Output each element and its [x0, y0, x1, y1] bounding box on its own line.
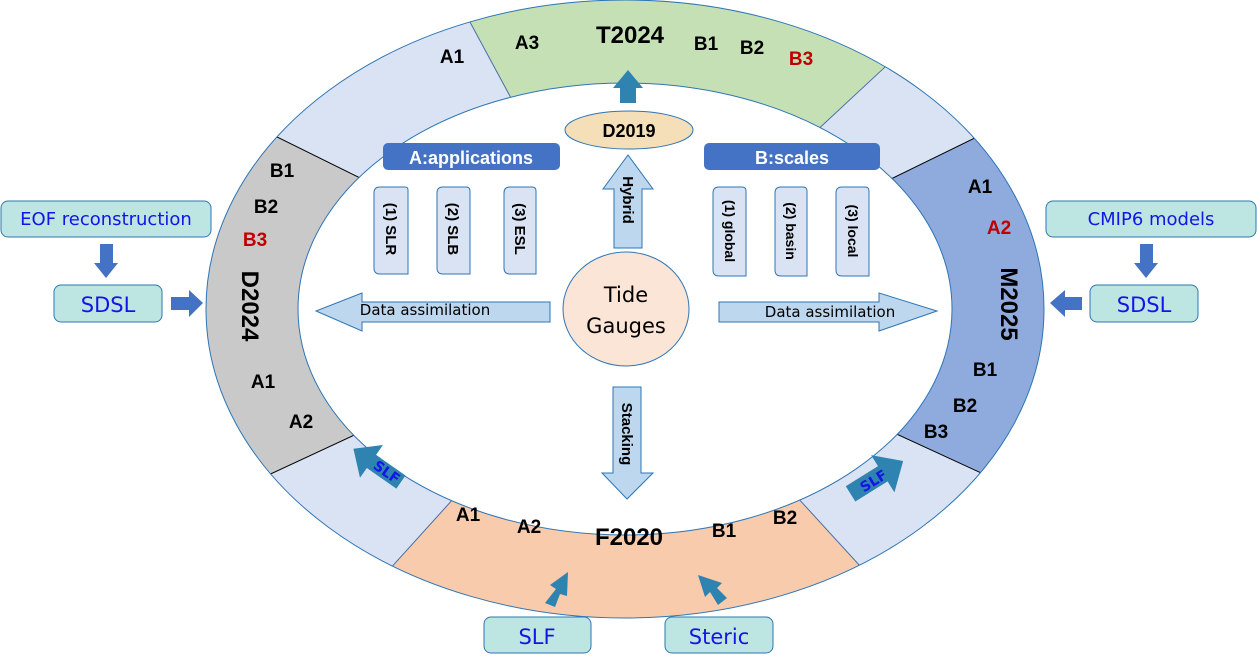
- slf-gap-arrow-left: [353, 445, 406, 489]
- application-item-slb-label: (2) SLB: [444, 203, 461, 256]
- sdsl-right-box[interactable]: [1089, 284, 1199, 323]
- slf-source-box[interactable]: [483, 616, 592, 654]
- right-arrow-shape: [718, 292, 939, 332]
- bottom-label-0: A1: [456, 505, 481, 526]
- segment-right-title: M2025: [995, 267, 1022, 340]
- d2019-ellipse: [564, 110, 694, 150]
- scale-item-basin-label: (2) basin: [783, 202, 799, 260]
- left-label-0: B1: [270, 161, 295, 182]
- scale-item-local-label: (3) local: [845, 205, 861, 258]
- left-label-2: B3: [243, 230, 267, 251]
- scales-group: B:scales (1) global (2) basin (3) local: [704, 143, 880, 277]
- arrow-up-left-icon: [698, 575, 727, 605]
- scales-header: B:scales: [755, 148, 829, 168]
- steric-source-label: Steric: [689, 625, 750, 649]
- hybrid-arrow: Hybrid: [602, 154, 654, 249]
- sdsl-right-label: SDSL: [1117, 293, 1172, 317]
- arrow-down-icon: [1134, 244, 1158, 278]
- bottom-label-1: A2: [517, 517, 541, 538]
- segment-bottom-title: F2020: [595, 524, 663, 551]
- stacking-arrow: Stacking: [600, 386, 655, 500]
- cmip6-models-box[interactable]: [1045, 200, 1257, 238]
- left-label-4: A2: [289, 412, 313, 433]
- application-item-slb[interactable]: [436, 186, 471, 275]
- data-assimilation-right-label: Data assimilation: [765, 303, 895, 321]
- cmip6-models-label: CMIP6 models: [1088, 209, 1215, 230]
- arrow-up-left-icon: [353, 445, 406, 489]
- segment-left-title: D2024: [236, 271, 263, 342]
- external-left: EOF reconstruction SDSL: [0, 200, 212, 323]
- segment-left-labels: B1 B2 B3 D2024 A1 A2: [236, 161, 313, 433]
- data-assimilation-right-arrow: Data assimilation: [718, 292, 939, 332]
- segment-right-labels: A1 A2 M2025 B1 B2 B3: [924, 177, 1022, 443]
- bottom-label-3: B2: [773, 508, 797, 529]
- data-assimilation-left-label: Data assimilation: [360, 301, 490, 319]
- segment-bottom-labels: A1 A2 F2020 B1 B2: [456, 505, 797, 551]
- slf-gap-arrow-right: [845, 455, 904, 502]
- tide-gauges-line-1: Tide: [603, 283, 648, 307]
- top-label-3: B2: [740, 38, 764, 59]
- right-label-2: B1: [973, 360, 998, 381]
- applications-group: A:applications (1) SLR (2) SLB (3) ESL: [373, 143, 560, 275]
- eof-reconstruction-label: EOF reconstruction: [20, 209, 192, 230]
- right-label-4: B3: [924, 422, 948, 443]
- scale-item-local[interactable]: [835, 186, 870, 277]
- arrow-right-icon: [171, 290, 203, 317]
- left-arrow-shape: [314, 292, 551, 332]
- top-label-4: B3: [789, 49, 813, 70]
- scale-item-basin[interactable]: [774, 186, 808, 277]
- top-label-0: A1: [440, 47, 465, 68]
- segment-top-labels: A1 A3 T2024 B1 B2 B3: [440, 22, 813, 70]
- d2019-label: D2019: [602, 121, 655, 141]
- applications-header-box[interactable]: [383, 143, 560, 170]
- application-item-esl-label: (3) ESL: [511, 203, 528, 255]
- left-label-1: B2: [254, 197, 278, 218]
- application-item-esl[interactable]: [503, 186, 537, 275]
- tide-gauges-line-2: Gauges: [586, 314, 666, 338]
- scales-header-box[interactable]: [704, 143, 880, 170]
- left-label-3: A1: [251, 372, 276, 393]
- slf-source-label: SLF: [518, 625, 555, 649]
- right-label-0: A1: [968, 177, 993, 198]
- top-label-1: A3: [515, 33, 539, 54]
- segment-top-title: T2024: [596, 22, 665, 49]
- scale-item-global-label: (1) global: [722, 200, 738, 262]
- arrow-down-icon: [94, 244, 118, 278]
- arrow-up-right-icon: [845, 455, 904, 502]
- segment-t2024[interactable]: [349, 0, 1001, 310]
- tide-gauges-ellipse: [562, 251, 690, 367]
- arrow-left-icon: [1050, 290, 1082, 317]
- tide-gauges-node[interactable]: Tide Gauges: [562, 251, 690, 367]
- eof-reconstruction-box[interactable]: [0, 200, 212, 238]
- external-right: CMIP6 models SDSL: [1045, 200, 1257, 323]
- hybrid-label: Hybrid: [619, 176, 636, 224]
- right-label-1: A2: [987, 218, 1011, 239]
- applications-header: A:applications: [409, 148, 533, 168]
- right-label-3: B2: [953, 396, 977, 417]
- application-item-slr[interactable]: [373, 186, 409, 275]
- stacking-label: Stacking: [618, 403, 635, 466]
- hybrid-arrow-shape: [602, 154, 654, 249]
- arrow-up-right-icon: [545, 572, 568, 607]
- application-item-slr-label: (1) SLR: [382, 203, 399, 256]
- data-assimilation-left-arrow: Data assimilation: [314, 292, 551, 332]
- top-label-2: B1: [694, 34, 719, 55]
- ring-outer-outline: [205, 0, 1045, 619]
- sdsl-left-label: SDSL: [81, 293, 136, 317]
- scale-item-global[interactable]: [712, 186, 747, 277]
- d2019-node[interactable]: D2019: [564, 110, 694, 150]
- arrow-up-icon: [613, 70, 643, 103]
- steric-source-box[interactable]: [664, 616, 774, 654]
- external-bottom: SLF Steric: [483, 572, 774, 654]
- sdsl-left-box[interactable]: [53, 284, 163, 323]
- bottom-label-2: B1: [712, 521, 737, 542]
- stacking-arrow-shape: [600, 386, 655, 500]
